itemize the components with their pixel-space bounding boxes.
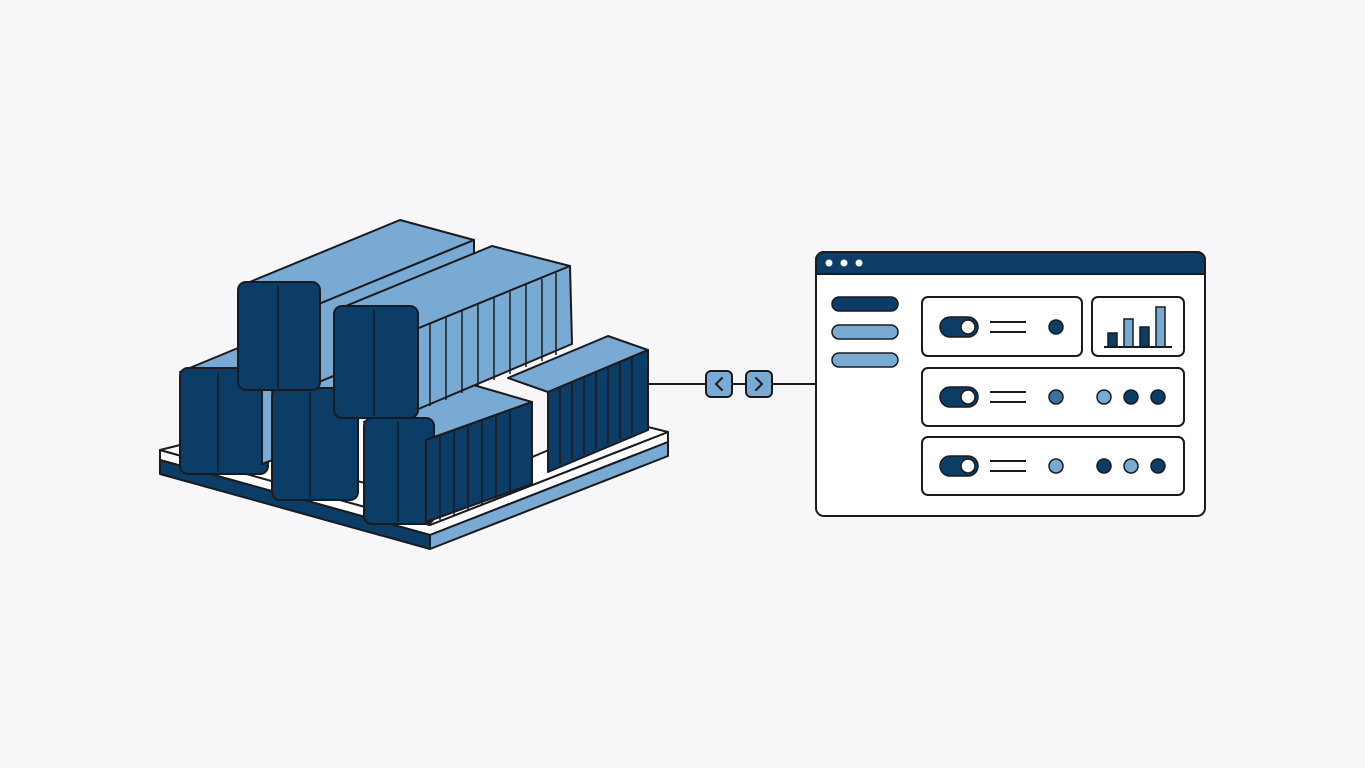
sidebar [831,296,899,368]
dashboard-row [921,436,1185,496]
connector [648,370,816,398]
status-dot [1048,319,1064,335]
chevron-right-button[interactable] [745,370,773,398]
chart-bar [1107,332,1118,348]
sidebar-item[interactable] [831,352,899,368]
status-dot [1150,458,1166,474]
row-card [921,296,1083,357]
status-dot [1096,458,1112,474]
dashboard-window [815,251,1206,517]
container-stack [159,219,669,550]
sidebar-item[interactable] [831,296,899,312]
chart-bar [1155,306,1166,348]
bar-chart-icon [1107,306,1166,348]
status-dot [1123,458,1139,474]
chart-bar [1123,318,1134,348]
window-dot[interactable] [840,259,848,267]
dashboard-row [921,296,1083,357]
container [333,245,573,419]
menu-lines-icon [990,321,1026,333]
dashboard-row [921,367,1185,427]
chevron-left-button[interactable] [705,370,733,398]
chevron-right-icon [755,377,763,391]
status-dot [1123,389,1139,405]
status-dot [1096,389,1112,405]
menu-lines-icon [990,391,1026,403]
window-dot[interactable] [855,259,863,267]
window-dot[interactable] [825,259,833,267]
menu-lines-icon [990,460,1026,472]
sidebar-item[interactable] [831,324,899,340]
window-titlebar [815,251,1206,275]
chart-widget [1091,296,1185,357]
toggle-switch[interactable] [939,455,979,477]
status-dot [1150,389,1166,405]
container [363,383,533,525]
toggle-switch[interactable] [939,386,979,408]
status-dot [1048,389,1064,405]
toggle-switch[interactable] [939,316,979,338]
container [507,335,649,473]
chart-bar [1139,326,1150,348]
chevron-left-icon [715,377,723,391]
status-dot [1048,458,1064,474]
